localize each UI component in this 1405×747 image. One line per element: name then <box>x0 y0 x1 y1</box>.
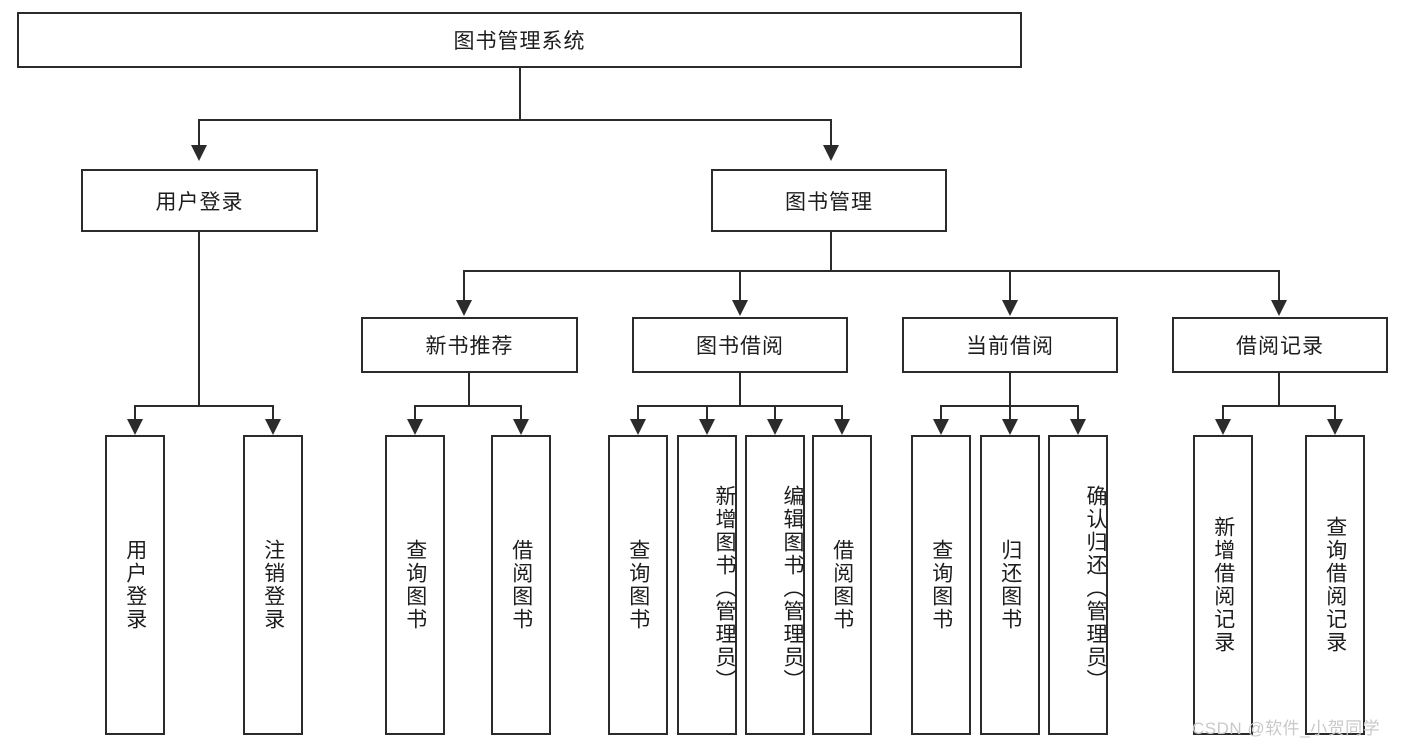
node-label: 图书借阅 <box>696 335 784 358</box>
node-label: 新增图书（管理员） <box>713 484 736 692</box>
arrowhead-leaf-book-borrow-0 <box>630 419 646 435</box>
arrowhead-leaf-current-borrow-2 <box>1070 419 1086 435</box>
connector-drop-leaf-borrow-record-0 <box>1222 405 1224 423</box>
node-label: 注销登录 <box>261 539 285 631</box>
csdn-watermark: CSDN @软件_小贺同学 <box>1192 719 1381 738</box>
leaf-new-book-query[interactable]: 查询图书 <box>385 435 445 735</box>
arrowhead-leaf-new-book-1 <box>513 419 529 435</box>
connector-drop-level3-3 <box>1278 270 1280 303</box>
node-label: 新增借阅记录 <box>1211 516 1235 654</box>
arrowhead-level3-1 <box>732 300 748 316</box>
leaf-book-borrow-query[interactable]: 查询图书 <box>608 435 668 735</box>
arrowhead-level3-2 <box>1002 300 1018 316</box>
leaf-borrow-record-query[interactable]: 查询借阅记录 <box>1305 435 1365 735</box>
connector-drop-user-login <box>198 119 200 147</box>
node-label: 编辑图书（管理员） <box>781 484 804 692</box>
connector-drop-leaf-new-book-0 <box>414 405 416 423</box>
arrowhead-leaf-current-borrow-1 <box>1002 419 1018 435</box>
connector-drop-leaf-current-borrow-1 <box>1009 405 1011 423</box>
leaf-user-login-logout[interactable]: 注销登录 <box>243 435 303 735</box>
node-label: 查询图书 <box>403 539 427 631</box>
connector-root-stem <box>519 68 521 120</box>
arrowhead-user-login <box>191 145 207 161</box>
leaf-book-borrow-borrow[interactable]: 借阅图书 <box>812 435 872 735</box>
connector-drop-leaf-new-book-1 <box>520 405 522 423</box>
connector-drop-leaf-book-borrow-0 <box>637 405 639 423</box>
connector-borrow-record-bus <box>1222 405 1336 407</box>
arrowhead-book-manage <box>823 145 839 161</box>
arrowhead-leaf-borrow-record-1 <box>1327 419 1343 435</box>
connector-borrow-record-stem <box>1278 373 1280 407</box>
node-label: 用户登录 <box>123 539 147 631</box>
node-current-borrow[interactable]: 当前借阅 <box>902 317 1118 373</box>
connector-drop-level3-2 <box>1009 270 1011 303</box>
node-label: 用户登录 <box>155 190 244 214</box>
node-label: 查询图书 <box>929 539 953 631</box>
connector-drop-leaf-current-borrow-0 <box>940 405 942 423</box>
connector-level2-bus <box>198 119 832 121</box>
connector-book-borrow-bus <box>637 405 843 407</box>
node-label: 借阅记录 <box>1236 335 1324 358</box>
node-label: 借阅图书 <box>509 539 533 631</box>
arrowhead-leaf-book-borrow-2 <box>767 419 783 435</box>
node-label: 查询借阅记录 <box>1323 516 1347 654</box>
leaf-new-book-borrow[interactable]: 借阅图书 <box>491 435 551 735</box>
leaf-book-borrow-add[interactable]: 新增图书（管理员） <box>677 435 737 735</box>
connector-user-login-bus <box>134 405 272 407</box>
node-label: 当前借阅 <box>966 335 1054 358</box>
connector-drop-level3-1 <box>739 270 741 303</box>
arrowhead-leaf-borrow-record-0 <box>1215 419 1231 435</box>
connector-drop-leaf-user-login-0 <box>134 405 136 423</box>
connector-book-borrow-stem <box>739 373 741 407</box>
leaf-user-login-login[interactable]: 用户登录 <box>105 435 165 735</box>
connector-user-login-stem <box>198 232 200 406</box>
arrowhead-leaf-book-borrow-1 <box>699 419 715 435</box>
leaf-book-borrow-edit[interactable]: 编辑图书（管理员） <box>745 435 805 735</box>
node-label: 确认归还（管理员） <box>1084 484 1107 692</box>
connector-book-manage-stem <box>830 232 832 272</box>
connector-drop-level3-0 <box>463 270 465 303</box>
node-borrow-record[interactable]: 借阅记录 <box>1172 317 1388 373</box>
leaf-current-borrow-confirm-return[interactable]: 确认归还（管理员） <box>1048 435 1108 735</box>
connector-level3-bus <box>463 270 1280 272</box>
node-book-borrow[interactable]: 图书借阅 <box>632 317 848 373</box>
node-label: 归还图书 <box>998 539 1022 631</box>
leaf-borrow-record-add[interactable]: 新增借阅记录 <box>1193 435 1253 735</box>
arrowhead-leaf-user-login-0 <box>127 419 143 435</box>
leaf-current-borrow-query[interactable]: 查询图书 <box>911 435 971 735</box>
node-new-book-recommend[interactable]: 新书推荐 <box>361 317 578 373</box>
connector-new-book-bus <box>414 405 522 407</box>
node-label: 新书推荐 <box>425 335 514 358</box>
connector-drop-leaf-current-borrow-2 <box>1077 405 1079 423</box>
connector-drop-leaf-book-borrow-3 <box>841 405 843 423</box>
connector-drop-leaf-borrow-record-1 <box>1334 405 1336 423</box>
node-label: 查询图书 <box>626 539 650 631</box>
node-user-login[interactable]: 用户登录 <box>81 169 318 232</box>
connector-drop-leaf-user-login-1 <box>272 405 274 423</box>
connector-drop-leaf-book-borrow-1 <box>706 405 708 423</box>
leaf-current-borrow-return[interactable]: 归还图书 <box>980 435 1040 735</box>
arrowhead-leaf-book-borrow-3 <box>834 419 850 435</box>
connector-drop-book-manage <box>830 119 832 147</box>
arrowhead-leaf-user-login-1 <box>265 419 281 435</box>
node-root-system[interactable]: 图书管理系统 <box>17 12 1022 68</box>
node-label: 图书管理 <box>785 190 873 214</box>
node-label: 图书管理系统 <box>453 30 586 53</box>
node-book-management[interactable]: 图书管理 <box>711 169 947 232</box>
arrowhead-leaf-current-borrow-0 <box>933 419 949 435</box>
connector-new-book-stem <box>468 373 470 407</box>
arrowhead-level3-0 <box>456 300 472 316</box>
arrowhead-level3-3 <box>1271 300 1287 316</box>
arrowhead-leaf-new-book-0 <box>407 419 423 435</box>
connector-drop-leaf-book-borrow-2 <box>774 405 776 423</box>
connector-current-borrow-stem <box>1009 373 1011 407</box>
node-label: 借阅图书 <box>830 539 854 631</box>
